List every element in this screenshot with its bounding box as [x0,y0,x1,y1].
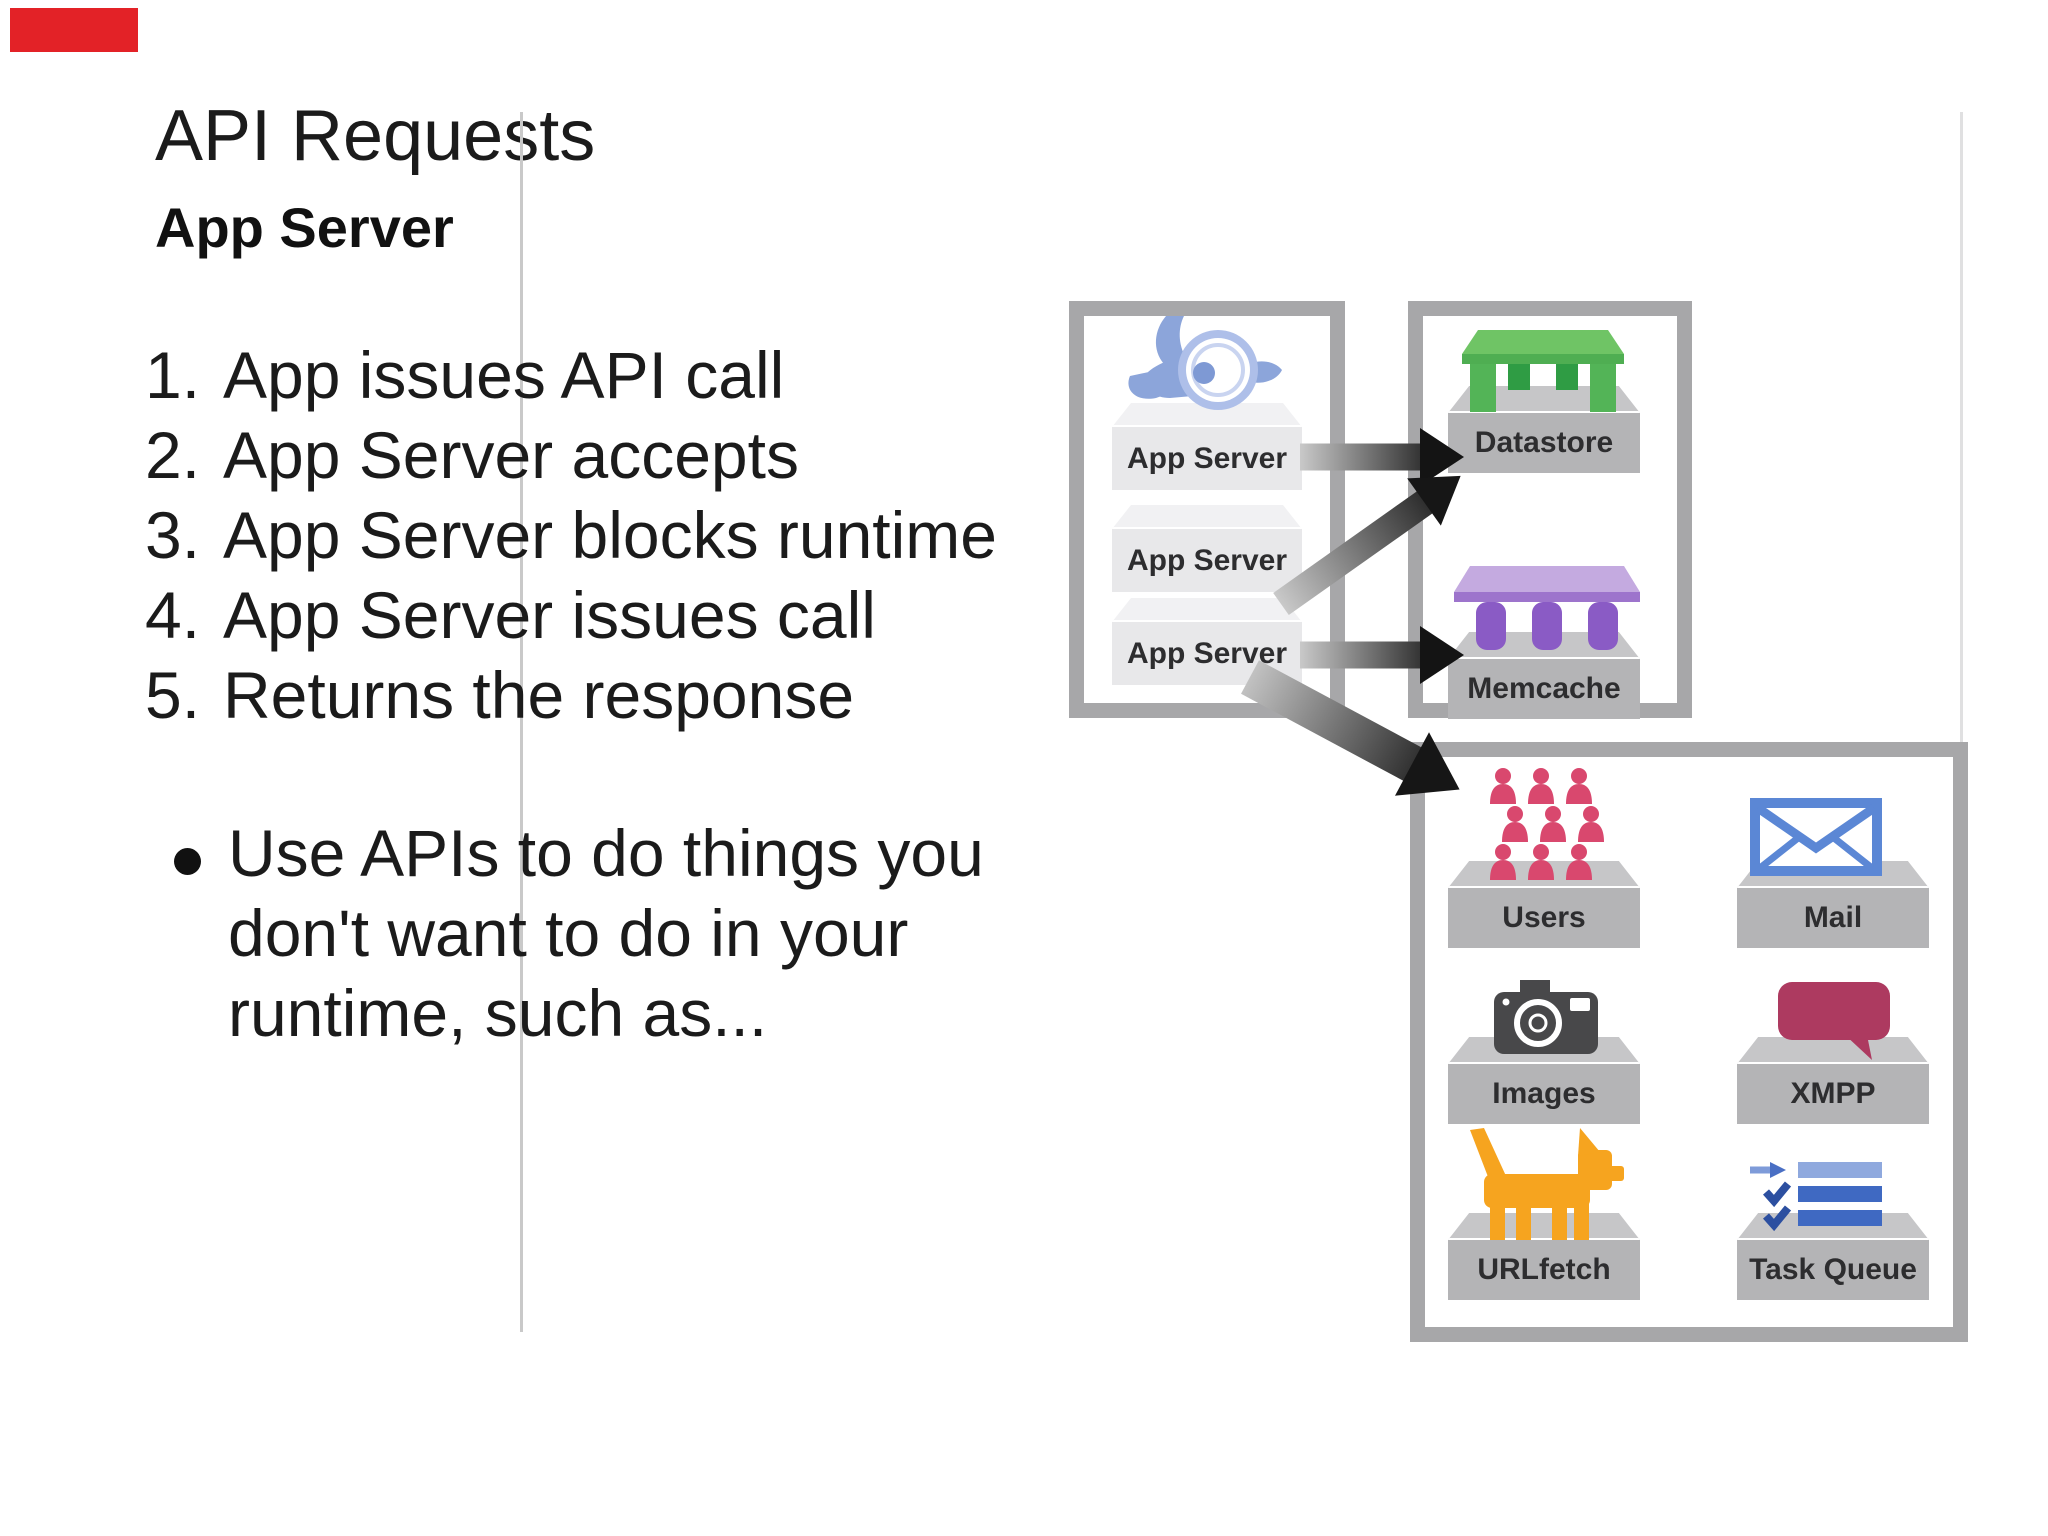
page-title: API Requests [155,96,596,176]
platform-xmpp: XMPP [1737,1037,1929,1124]
mail-envelope-icon [1750,798,1882,876]
arrow-appservers-to-services [1241,660,1460,796]
images-camera-icon [1494,980,1598,1054]
xmpp-chat-bubble-icon [1778,982,1890,1060]
list-item: 3.App Server blocks runtime [145,498,997,572]
bullet-line: don't want to do in your [228,896,909,970]
memcache-board-icon [1454,566,1640,650]
arrow-appserver3-to-memcache [1300,626,1464,684]
right-edge-line [1960,112,1963,1332]
platform-label: Memcache [1448,659,1640,719]
red-marker-badge [10,8,138,52]
datastore-table-icon [1462,330,1624,412]
urlfetch-dog-icon [1470,1128,1624,1240]
platform-top [1112,505,1302,529]
arrow-appserver1-to-datastore [1300,428,1464,486]
list-item: 1.App issues API call [145,338,785,412]
platform-label: Datastore [1448,413,1640,473]
list-item: 5.Returns the response [145,658,855,732]
platform-label: Images [1448,1064,1640,1124]
arrow-appserver2-to-datastore [1273,475,1461,616]
diagram-arrows [1241,428,1464,796]
platform-app-server-2: App Server [1112,505,1302,592]
platform-label: App Server [1112,529,1302,592]
bullet-paragraph: Use APIs to do things you don't want to … [228,813,984,1053]
task-queue-list-icon [1750,1162,1882,1232]
list-item: 2.App Server accepts [145,418,799,492]
platform-label: Users [1448,888,1640,948]
platform-label: App Server [1112,427,1302,490]
bullet-dot [174,848,201,875]
platform-top [1448,1213,1640,1240]
platform-mail: Mail [1737,861,1929,948]
numbered-step-list: 1.App issues API call 2.App Server accep… [145,335,997,735]
column-divider-line [520,112,523,1332]
app-engine-logo [1128,316,1282,410]
platform-label: URLfetch [1448,1240,1640,1300]
slide-subtitle: App Server [155,196,454,259]
platform-top [1112,598,1302,622]
bullet-line: runtime, such as... [228,976,768,1050]
platform-urlfetch: URLfetch [1448,1213,1640,1300]
platform-task-queue: Task Queue [1737,1213,1929,1300]
platform-label: XMPP [1737,1064,1929,1124]
platform-app-server-1: App Server [1112,403,1302,490]
platform-label: Task Queue [1737,1240,1929,1300]
bullet-line: Use APIs to do things you [228,816,984,890]
list-item: 4.App Server issues call [145,578,876,652]
platform-label: Mail [1737,888,1929,948]
platform-top [1737,1037,1929,1064]
